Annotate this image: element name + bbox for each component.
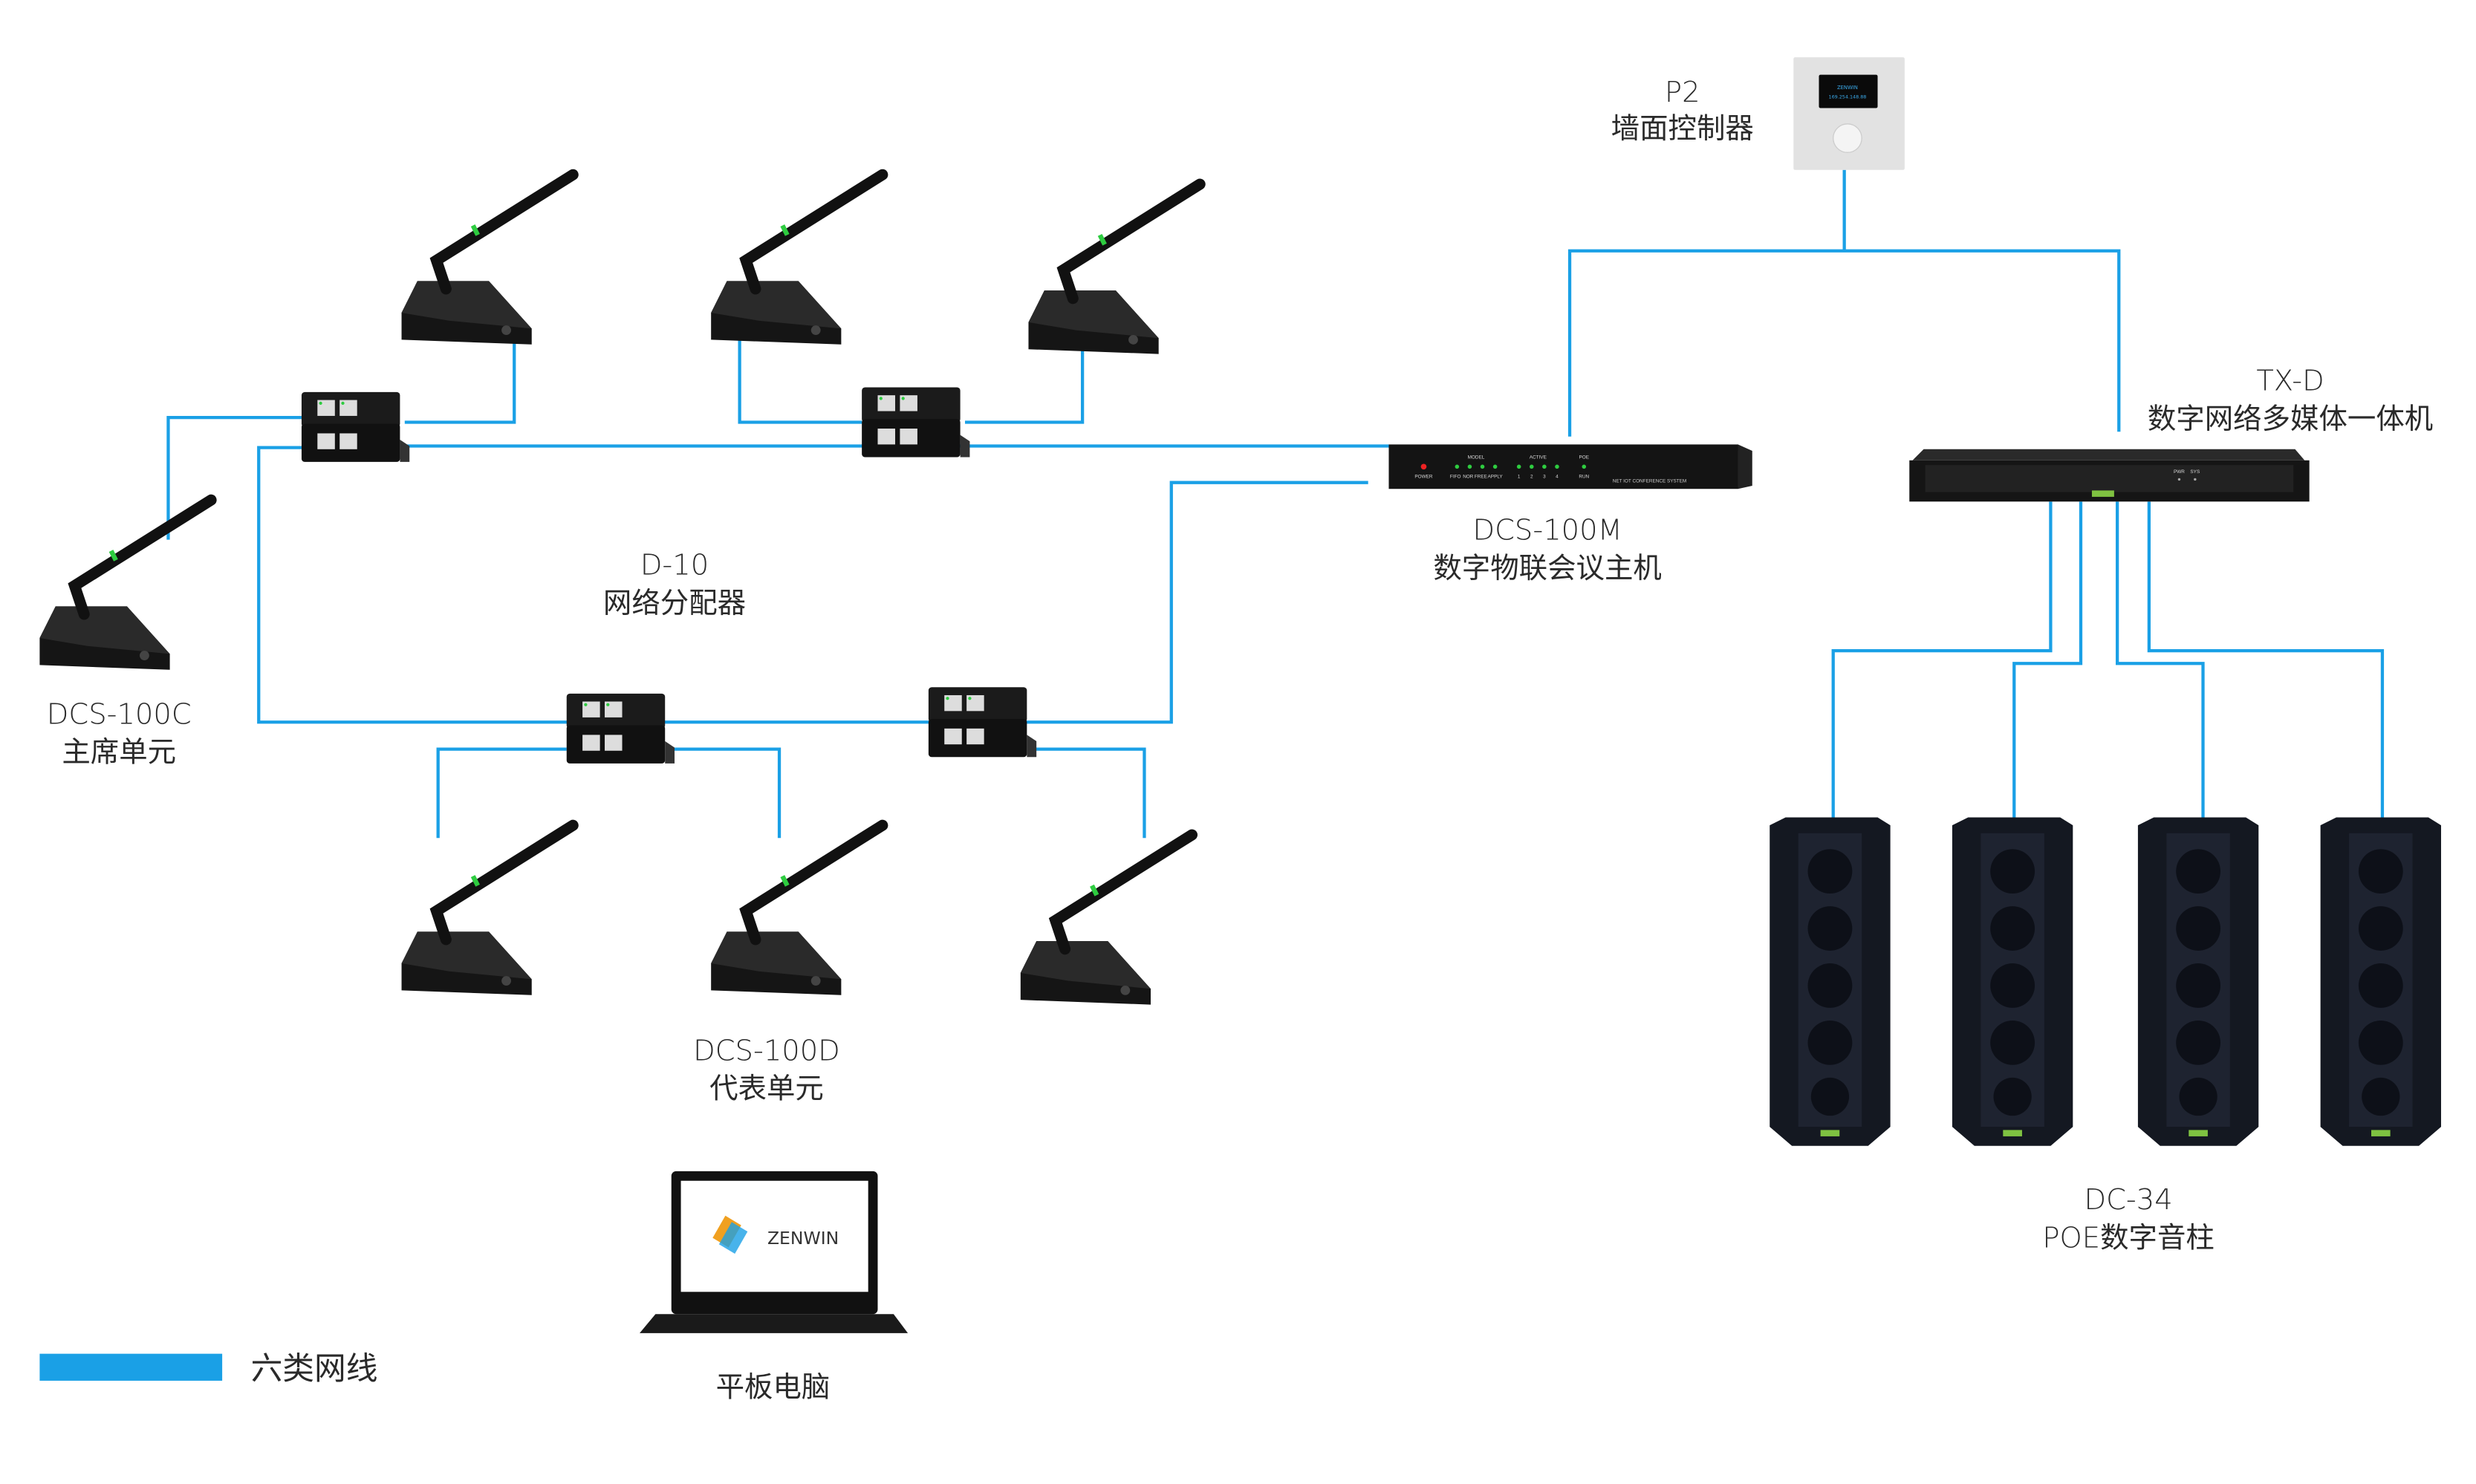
legend: 六类网线 (39, 1350, 377, 1387)
host-group-label-poe: POE (1579, 455, 1589, 461)
cable-network (166, 169, 2385, 839)
cable-speaker-1 (1831, 501, 2053, 818)
tablet-name-label: 平板电脑 (716, 1370, 831, 1404)
host-model-label: DCS-100M (1473, 514, 1622, 547)
host-device: MODEL ACTIVE POE POWER FIFO NOR FREE APP… (1388, 444, 1752, 489)
p2-model-label: P2 (1665, 76, 1700, 109)
speaker-3 (2137, 817, 2259, 1146)
txd-name-label: 数字网络多媒体一体机 (2148, 403, 2433, 436)
host-panel-caption: NET IOT CONFERENCE SYSTEM (1613, 479, 1687, 484)
p2-screen-ip: 169.254.148.88 (1829, 94, 1867, 100)
p2-name-label: 墙面控制器 (1611, 112, 1754, 146)
host-led-label-1: 1 (1518, 474, 1521, 479)
p2-knob (1833, 123, 1862, 153)
host-name-label: 数字物联会议主机 (1433, 552, 1662, 585)
cable-mic-2 (738, 336, 862, 424)
delegate-mic-2 (711, 175, 883, 345)
delegate-mic-1 (402, 175, 573, 345)
legend-label: 六类网线 (251, 1350, 378, 1387)
multimedia-unit-device: PWR SYS (1909, 449, 2310, 502)
tablet-device: ZENWIN (640, 1171, 909, 1333)
host-led-label-nor: NOR (1463, 474, 1474, 479)
cable-mic-6 (1031, 747, 1146, 839)
delegate-model-label: DCS-100D (693, 1034, 840, 1067)
delegate-mic-3 (1028, 184, 1200, 354)
cable-speaker-3 (2116, 501, 2205, 818)
cable-mic-4 (436, 747, 567, 839)
splitter-model-label: D-10 (640, 549, 709, 582)
speaker-model-label: DC-34 (2084, 1183, 2172, 1217)
tablet-screen-brand: ZENWIN (767, 1228, 839, 1249)
speaker-2 (1952, 817, 2073, 1146)
cable-legend-swatch (39, 1353, 223, 1381)
delegate-mic-4 (402, 825, 573, 995)
host-led-label-2: 2 (1530, 474, 1533, 479)
splitter-3 (566, 693, 675, 764)
host-group-label-model: MODEL (1468, 455, 1485, 461)
host-led-label-fifo: FIFO (1450, 474, 1461, 479)
wall-controller-device: ZENWIN 169.254.148.88 (1793, 57, 1905, 170)
splitter-1 (301, 391, 410, 462)
chair-mic (39, 500, 211, 670)
splitter-name-label: 网络分配器 (603, 587, 746, 620)
speaker-1 (1770, 817, 1891, 1146)
host-led-label-apply: APPLY (1488, 474, 1504, 479)
txd-led-label-sys: SYS (2190, 469, 2200, 475)
delegate-mic-6 (1021, 835, 1192, 1005)
cable-mic-3 (965, 336, 1085, 424)
cable-mic-5 (666, 747, 782, 839)
cable-p2-bus (1567, 249, 2121, 437)
chair-name-label: 主席单元 (62, 736, 176, 769)
host-led-label-3: 3 (1543, 474, 1546, 479)
splitter-4 (928, 687, 1037, 758)
txd-model-label: TX-D (2256, 365, 2324, 398)
cable-mic-1 (404, 336, 516, 424)
host-power-led (1420, 463, 1427, 470)
speaker-name-label: POE数字音柱 (2042, 1221, 2214, 1254)
host-group-label-active: ACTIVE (1530, 455, 1547, 461)
cable-chair (166, 415, 302, 540)
speaker-4 (2320, 817, 2441, 1146)
host-led-label-power: POWER (1414, 474, 1433, 479)
cable-loop-left (257, 446, 1368, 724)
host-led-label-4: 4 (1556, 474, 1559, 479)
host-led-label-run: RUN (1579, 474, 1589, 479)
chair-model-label: DCS-100C (47, 697, 192, 731)
p2-screen-brand: ZENWIN (1837, 85, 1858, 91)
splitter-2 (862, 387, 970, 458)
delegate-mic-5 (711, 825, 883, 995)
delegate-name-label: 代表单元 (709, 1073, 824, 1106)
host-led-label-free: FREE (1475, 474, 1487, 479)
cable-speaker-2 (2012, 501, 2083, 818)
txd-led-label-pwr: PWR (2174, 469, 2185, 475)
cable-speaker-4 (2147, 501, 2385, 818)
